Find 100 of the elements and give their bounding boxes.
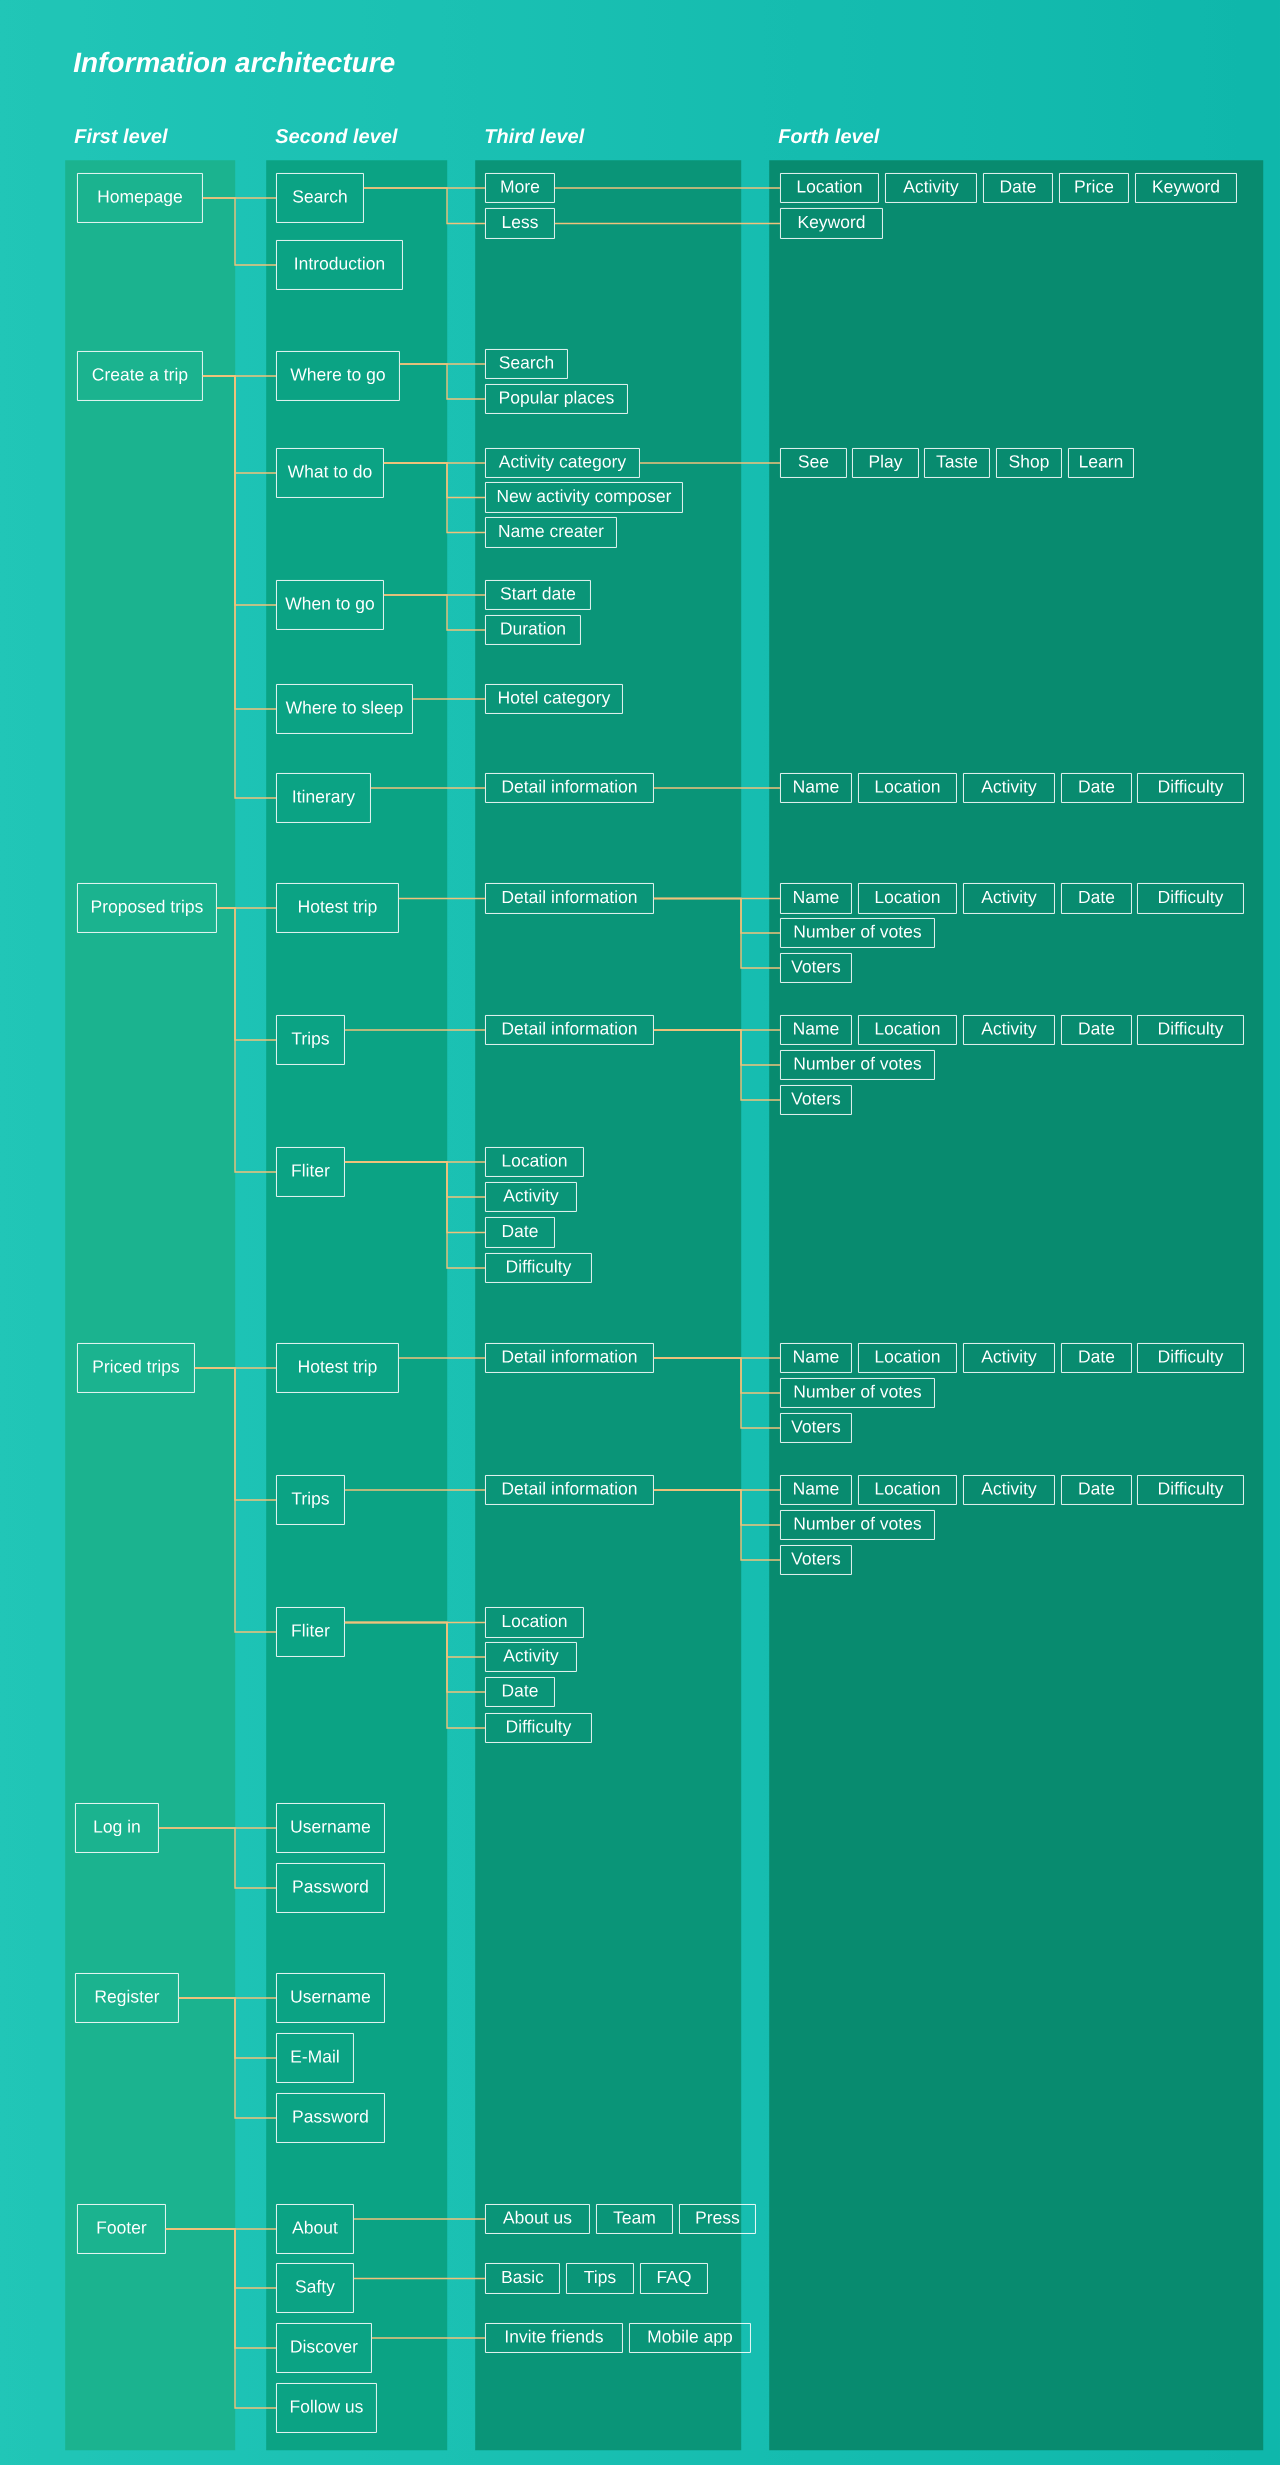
label-box: Voters xyxy=(780,1413,852,1443)
label-box: Team xyxy=(596,2204,673,2234)
label-box: Username xyxy=(276,1803,385,1853)
label-box: Detail information xyxy=(485,1343,654,1373)
label-box: Number of votes xyxy=(780,918,935,948)
label-box: Popular places xyxy=(485,384,628,414)
label-box: New activity composer xyxy=(485,482,683,513)
label-box: Location xyxy=(485,1607,584,1638)
label-box: Voters xyxy=(780,1085,852,1115)
connector-line xyxy=(399,363,486,400)
label-box: FAQ xyxy=(640,2263,708,2294)
label-box: Difficulty xyxy=(485,1253,592,1283)
label-box: Basic xyxy=(485,2263,560,2294)
label-box: Search xyxy=(276,173,364,223)
connector-line xyxy=(344,1489,486,1491)
label-box: Detail information xyxy=(485,1475,654,1505)
connector-line xyxy=(158,1827,277,1889)
label-box: Location xyxy=(858,883,957,914)
label-box: Username xyxy=(276,1973,385,2023)
label-box: Less xyxy=(485,208,555,239)
label-box: Trips xyxy=(276,1015,345,1065)
label-box: Register xyxy=(75,1973,179,2023)
connector-line xyxy=(653,1029,781,1101)
connector-line xyxy=(178,1997,277,2119)
label-box: Learn xyxy=(1068,448,1134,478)
label-box: Name xyxy=(780,1475,852,1505)
connector-line xyxy=(363,187,486,225)
label-box: Priced trips xyxy=(77,1343,195,1393)
label-box: Create a trip xyxy=(77,351,203,401)
label-box: Difficulty xyxy=(1137,1343,1244,1373)
label-box: Introduction xyxy=(276,240,403,290)
label-box: More xyxy=(485,173,555,203)
label-box: See xyxy=(780,448,847,478)
label-box: Difficulty xyxy=(1137,1015,1244,1045)
label-box: Homepage xyxy=(77,173,203,223)
label-box: Detail information xyxy=(485,1015,654,1045)
label-box: Number of votes xyxy=(780,1378,935,1408)
label-box: Activity xyxy=(963,883,1055,914)
connector-line xyxy=(194,1367,277,1633)
connector-line xyxy=(371,2337,486,2339)
label-box: Shop xyxy=(996,448,1062,478)
connector-line xyxy=(653,1489,781,1561)
label-box: Footer xyxy=(77,2204,166,2254)
label-box: Detail information xyxy=(485,773,654,803)
connector-line xyxy=(398,1357,486,1359)
label-box: Play xyxy=(852,448,919,478)
connector-line xyxy=(216,907,277,1173)
label-box: Date xyxy=(485,1217,555,1248)
label-box: Name creater xyxy=(485,517,617,548)
label-box: Activity xyxy=(485,1182,577,1212)
label-box: Activity xyxy=(963,1343,1055,1373)
label-box: Hotel category xyxy=(485,684,623,714)
label-box: Activity xyxy=(963,1475,1055,1505)
label-box: Location xyxy=(858,1343,957,1373)
label-box: Fliter xyxy=(276,1607,345,1657)
label-box: Hotest trip xyxy=(276,1343,399,1393)
label-box: Keyword xyxy=(1135,173,1237,203)
connector-line xyxy=(202,197,277,266)
connector-line xyxy=(554,187,781,189)
connector-line xyxy=(554,222,781,225)
label-box: Discover xyxy=(276,2323,372,2373)
connector-line xyxy=(653,897,781,969)
connector-line xyxy=(383,462,486,534)
connector-line xyxy=(398,897,486,900)
label-box: Date xyxy=(485,1677,555,1707)
connector-line xyxy=(353,2218,486,2220)
column-heading: Second level xyxy=(275,128,398,144)
connector-line xyxy=(370,787,486,789)
label-box: Date xyxy=(1061,1475,1132,1505)
label-box: Detail information xyxy=(485,883,654,914)
label-box: Location xyxy=(485,1147,584,1177)
label-box: Difficulty xyxy=(1137,1475,1244,1505)
connector-line xyxy=(653,787,781,789)
connector-line xyxy=(344,1621,486,1729)
label-box: Start date xyxy=(485,580,591,610)
label-box: When to go xyxy=(276,580,384,630)
label-box: Date xyxy=(983,173,1053,203)
label-box: Invite friends xyxy=(485,2323,623,2353)
label-box: Location xyxy=(858,773,957,803)
label-box: Search xyxy=(485,349,568,379)
label-box: Activity category xyxy=(485,448,640,478)
label-box: Difficulty xyxy=(1137,883,1244,914)
connector-line xyxy=(639,462,781,464)
label-box: Fliter xyxy=(276,1147,345,1197)
label-box: Log in xyxy=(75,1803,159,1853)
label-box: About us xyxy=(485,2204,590,2234)
label-box: Name xyxy=(780,1343,852,1373)
connector-line xyxy=(653,1357,781,1429)
label-box: Number of votes xyxy=(780,1510,935,1540)
connector-line xyxy=(165,2228,277,2409)
label-box: Trips xyxy=(276,1475,345,1525)
column-heading: Third level xyxy=(485,128,585,144)
column-heading: First level xyxy=(74,128,168,144)
connector-line xyxy=(344,1029,486,1031)
connector-line xyxy=(344,1161,486,1269)
label-box: Tips xyxy=(566,2263,634,2294)
label-box: Press xyxy=(679,2204,756,2234)
label-box: Difficulty xyxy=(485,1713,592,1743)
label-box: Voters xyxy=(780,953,852,983)
label-box: Taste xyxy=(924,448,990,478)
